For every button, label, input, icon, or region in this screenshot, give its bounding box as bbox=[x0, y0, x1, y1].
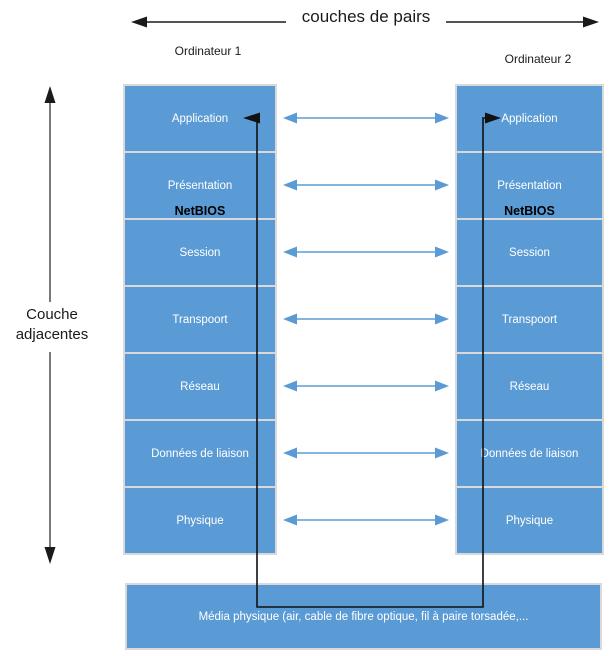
adjacent-layers-label-line2: adjacentes bbox=[15, 326, 89, 344]
layer-physical-left: Physique bbox=[125, 486, 275, 553]
peer-arrow-datalink bbox=[283, 447, 449, 459]
computer1-label: Ordinateur 1 bbox=[174, 44, 242, 58]
peer-arrow-physical bbox=[283, 514, 449, 526]
layer-presentation-left: Présentation bbox=[125, 151, 275, 218]
layer-stack-computer2: Application Présentation Session Transpo… bbox=[455, 84, 604, 555]
diagram-title: couches de pairs bbox=[286, 7, 446, 27]
computer2-label: Ordinateur 2 bbox=[504, 52, 572, 66]
peer-arrow-transport bbox=[283, 313, 449, 325]
physical-media-label: Média physique (air, cable de fibre opti… bbox=[198, 610, 529, 623]
layer-session-left: Session bbox=[125, 218, 275, 285]
adjacent-layers-label: Couche adjacentes bbox=[0, 305, 104, 346]
layer-network-right: Réseau bbox=[457, 352, 602, 419]
layer-physical-right: Physique bbox=[457, 486, 602, 553]
layer-stack-computer1: Application Présentation Session Transpo… bbox=[123, 84, 277, 555]
netbios-label-right: NetBIOS bbox=[504, 204, 555, 218]
layer-transport-left: Transpoort bbox=[125, 285, 275, 352]
layer-datalink-right: Données de liaison bbox=[457, 419, 602, 486]
layer-datalink-left: Données de liaison bbox=[125, 419, 275, 486]
physical-media-box: Média physique (air, cable de fibre opti… bbox=[125, 583, 602, 650]
netbios-label-left: NetBIOS bbox=[174, 204, 226, 218]
layer-application-right: Application bbox=[501, 112, 558, 125]
layer-network-left: Réseau bbox=[125, 352, 275, 419]
peer-arrow-session bbox=[283, 246, 449, 258]
peer-arrow-network bbox=[283, 380, 449, 392]
layer-presentation-right: Présentation bbox=[457, 151, 602, 218]
peer-arrow-presentation bbox=[283, 179, 449, 191]
adjacent-layers-label-line1: Couche bbox=[26, 306, 78, 323]
layer-transport-right: Transpoort bbox=[457, 285, 602, 352]
layer-application-left: Application bbox=[171, 112, 229, 125]
layer-session-right: Session bbox=[457, 218, 602, 285]
peer-arrow-application bbox=[283, 112, 449, 124]
